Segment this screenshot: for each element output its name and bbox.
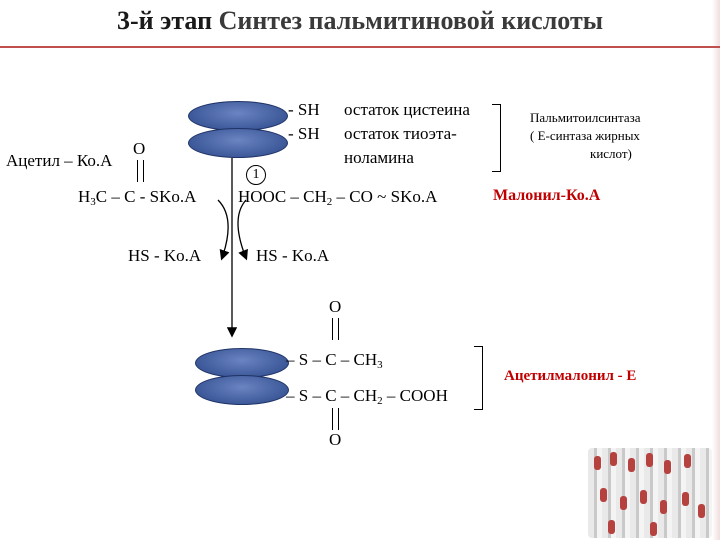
sh-group-2: - SH — [288, 124, 320, 143]
title-underline — [0, 46, 720, 48]
enzyme-name-1: Пальмитоилсинтаза — [530, 110, 641, 125]
bottom-carbonyl-o-top: O — [329, 297, 342, 316]
sh-group-1: - SH — [288, 100, 320, 119]
bracket-top-right — [492, 104, 501, 172]
title-main: Синтез пальмитиновой кислоты — [218, 6, 604, 35]
malonyl-coa-formula: HOOC – CH2 – CO ~ SKo.A — [238, 187, 438, 208]
test-tubes-photo — [588, 448, 712, 538]
title-stage: 3-й этап — [116, 6, 213, 35]
cysteine-residue-label: остаток цистеина — [344, 100, 470, 119]
enzyme-subunit-top-1 — [188, 101, 288, 131]
thioethanolamine-label-2: ноламина — [344, 148, 414, 167]
hs-coa-right: HS - Ko.A — [256, 246, 330, 265]
malonyl-thioester-row: – S – C – CH2 – COOH — [286, 386, 448, 407]
bracket-bottom-right — [474, 346, 483, 410]
acetyl-coa-label: Ацетил – Ко.А — [6, 151, 113, 170]
enzyme-subunit-bottom-1 — [195, 348, 289, 378]
arrow-to-hs-left — [217, 199, 230, 261]
acetyl-coa-formula: H3C – C - SKo.A — [78, 187, 197, 208]
acetyl-thioester-row: – S – C – CH3 — [286, 350, 383, 371]
enzyme-subunit-top-2 — [188, 128, 288, 158]
enzyme-subunit-bottom-2 — [195, 375, 289, 405]
page-title: 3-й этап Синтез пальмитиновой кислоты — [0, 6, 720, 36]
right-edge-bar — [712, 0, 720, 540]
acetyl-carbonyl-o: O — [133, 139, 146, 158]
arrow-to-hs-right — [237, 199, 248, 261]
hs-coa-left: HS - Ko.A — [128, 246, 202, 265]
bottom-double-bond-top — [332, 318, 339, 340]
reaction-number-circle: 1 — [246, 165, 266, 185]
malonyl-coa-label: Малонил-Ко.А — [493, 187, 601, 204]
bottom-carbonyl-o-bottom: O — [329, 430, 342, 449]
acetyl-double-bond — [137, 160, 144, 182]
enzyme-name-3: кислот) — [590, 146, 632, 161]
bottom-double-bond-bottom — [332, 408, 339, 430]
acetylmalonyl-e-label: Ацетилмалонил - Е — [504, 368, 637, 384]
thioethanolamine-label-1: остаток тиоэта- — [344, 124, 457, 143]
enzyme-name-2: ( Е-синтаза жирных — [530, 128, 640, 143]
